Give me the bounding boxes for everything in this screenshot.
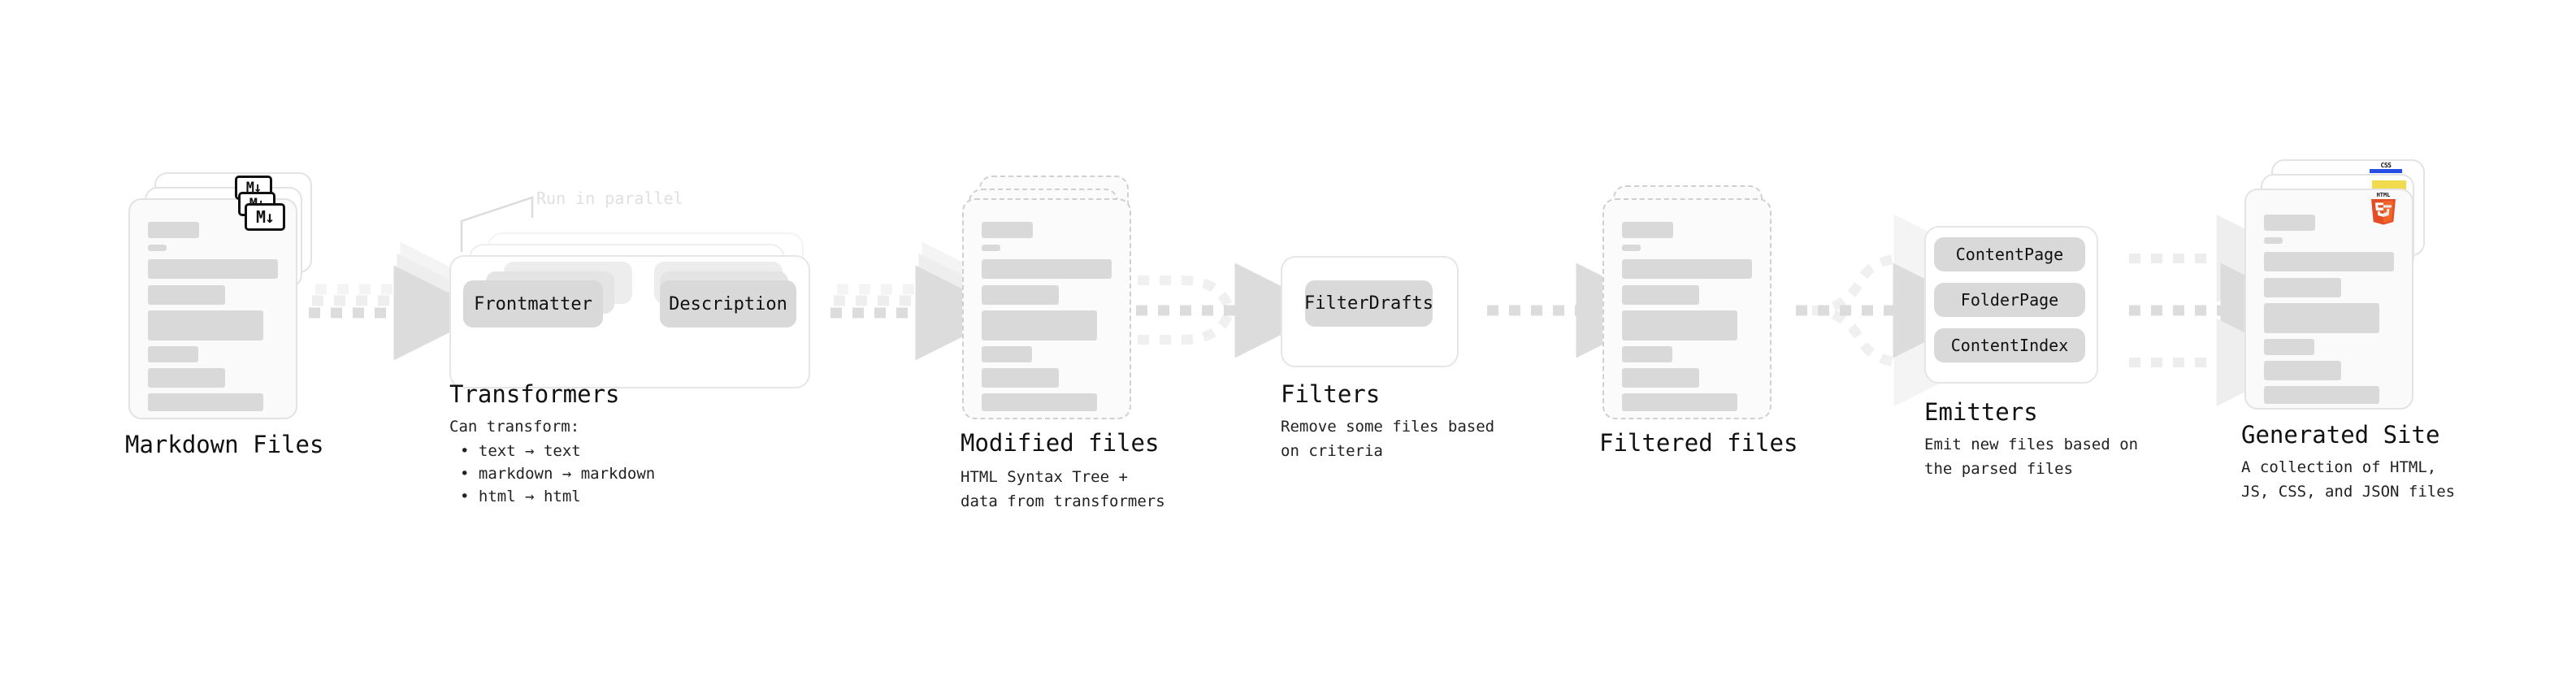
modified-files-title: Modified files	[961, 429, 1160, 457]
skeleton-line	[982, 259, 1112, 279]
css-icon-label: CSS	[2380, 162, 2392, 169]
skeleton-line	[1622, 368, 1699, 388]
skeleton-line	[982, 222, 1033, 238]
markdown-files-title: Markdown Files	[125, 431, 324, 458]
css-icon: CSS	[2370, 162, 2402, 173]
arrow-transformers-to-modified	[830, 241, 1017, 361]
arrow-filtered-to-emitters	[1796, 215, 1988, 406]
emitter-node-contentindex[interactable]: ContentIndex	[1934, 328, 2085, 362]
filters-title: Filters	[1281, 380, 1381, 408]
markdown-icon: M↓	[245, 203, 285, 231]
skeleton-line	[148, 259, 278, 279]
skeleton-line	[2264, 237, 2283, 244]
transformer-node-frontmatter[interactable]: Frontmatter	[463, 280, 603, 327]
markdown-sheet-front	[128, 198, 297, 419]
skeleton-line	[148, 285, 225, 305]
transformers-bullet-2: • html → html	[460, 488, 581, 505]
skeleton-line	[982, 310, 1097, 340]
skeleton-line	[982, 368, 1059, 388]
skeleton-line	[982, 285, 1059, 305]
emitters-subtitle: Emit new files based on the parsed files	[1924, 436, 2139, 478]
skeleton-line	[148, 245, 167, 251]
site-sheet-front	[2244, 189, 2413, 410]
skeleton-line	[2264, 386, 2379, 404]
skeleton-line	[1622, 346, 1672, 362]
generated-site-title: Generated Site	[2241, 421, 2440, 449]
transformers-title: Transformers	[449, 380, 620, 408]
arrow-modified-to-filters	[1136, 262, 1330, 358]
skeleton-line	[982, 245, 1000, 251]
skeleton-line	[148, 346, 198, 362]
modified-sheet-front	[962, 198, 1131, 419]
emitter-node-folderpage[interactable]: FolderPage	[1934, 283, 2085, 317]
skeleton-line	[148, 393, 263, 411]
transformers-bullet-0: • text → text	[460, 442, 581, 460]
filtered-sheet-front	[1602, 198, 1772, 419]
skeleton-line	[2264, 339, 2314, 355]
transformers-subtitle: Can transform:	[449, 418, 580, 436]
arrow-emitters-to-site	[2129, 215, 2316, 406]
skeleton-line	[982, 346, 1032, 362]
modified-files-subtitle: HTML Syntax Tree + data from transformer…	[961, 468, 1165, 510]
svg-text:HTML: HTML	[2377, 192, 2391, 198]
generated-site-subtitle: A collection of HTML, JS, CSS, and JSON …	[2241, 458, 2456, 501]
skeleton-line	[148, 368, 225, 388]
skeleton-line	[1622, 285, 1699, 305]
skeleton-line	[1622, 222, 1673, 238]
filters-subtitle: Remove some files based on criteria	[1281, 418, 1495, 460]
filtered-files-title: Filtered files	[1599, 429, 1798, 457]
skeleton-line	[1622, 393, 1737, 411]
skeleton-line	[982, 393, 1097, 411]
skeleton-line	[2264, 252, 2394, 271]
run-in-parallel-annotation: Run in parallel	[536, 189, 683, 208]
arrow-markdown-to-transformers	[309, 241, 496, 361]
skeleton-line	[2264, 303, 2379, 333]
skeleton-line	[1622, 245, 1641, 251]
skeleton-line	[148, 222, 199, 238]
skeleton-line	[1622, 310, 1737, 340]
skeleton-line	[2264, 278, 2341, 297]
skeleton-line	[2264, 361, 2341, 380]
transformers-bullet-1: • markdown → markdown	[460, 465, 656, 483]
skeleton-line	[2264, 215, 2315, 231]
emitters-title: Emitters	[1924, 398, 2038, 426]
skeleton-line	[148, 310, 263, 340]
transformer-node-description[interactable]: Description	[660, 280, 796, 327]
html5-icon: HTML	[2369, 190, 2398, 225]
skeleton-line	[1622, 259, 1752, 279]
emitter-node-contentpage[interactable]: ContentPage	[1934, 237, 2085, 271]
filter-node-filterdrafts[interactable]: FilterDrafts	[1304, 280, 1433, 327]
